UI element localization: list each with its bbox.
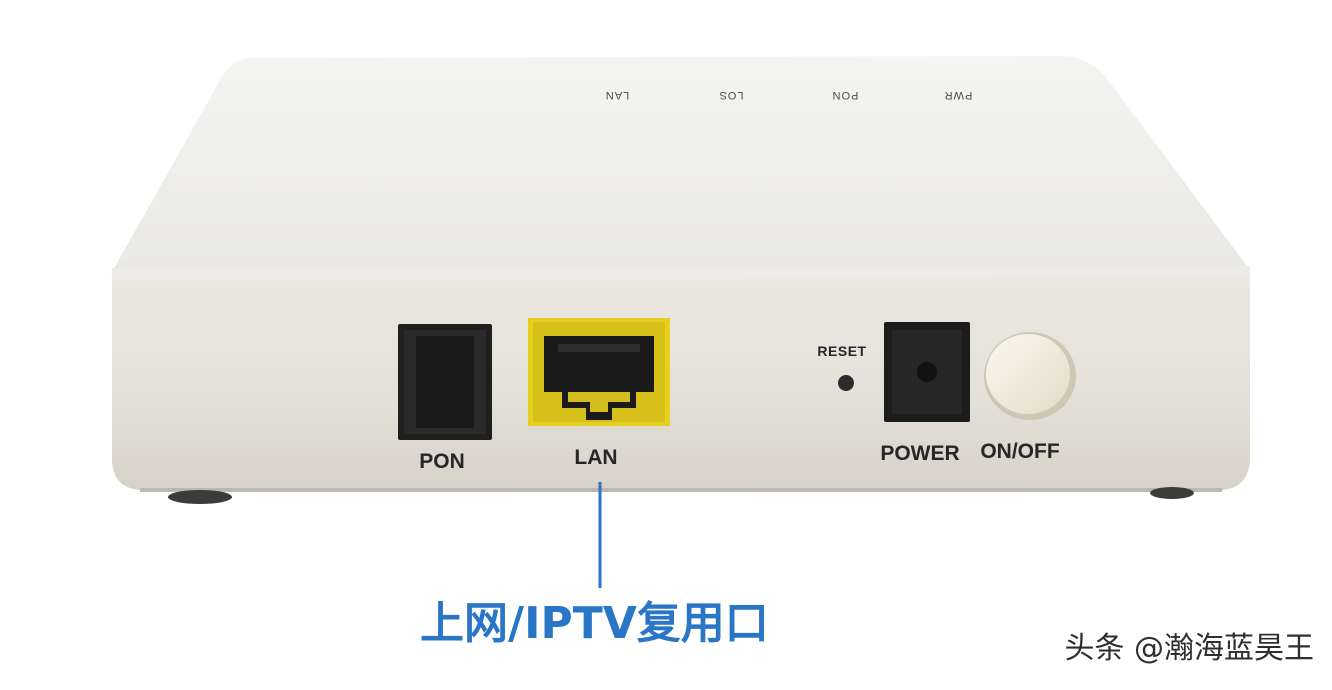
led-label-pon: PON [832,89,859,101]
right-foot [1150,487,1194,499]
power-jack [884,322,970,422]
router-top-surface [112,56,1250,272]
led-label-pwr: PWR [944,89,973,101]
power-switch [984,332,1076,420]
left-foot [168,490,232,504]
reset-pinhole [838,375,854,391]
router-front-panel [112,278,1250,490]
pon-port [398,324,492,440]
led-label-los: LOS [718,89,743,101]
led-label-lan: LAN [605,89,629,101]
router-bottom-shadow [140,488,1222,492]
lan-port [528,318,670,426]
lan-port-label: LAN [574,446,617,469]
watermark: 头条 @瀚海蓝昊王 [1064,631,1314,666]
power-label: POWER [880,442,959,465]
lan-annotation-caption: 上网/IPTV复用口 [420,598,769,649]
reset-label: RESET [817,343,866,359]
top-led-labels: LAN LOS PON PWR [605,89,973,101]
on-off-label: ON/OFF [980,440,1059,463]
pon-port-label: PON [419,450,465,473]
